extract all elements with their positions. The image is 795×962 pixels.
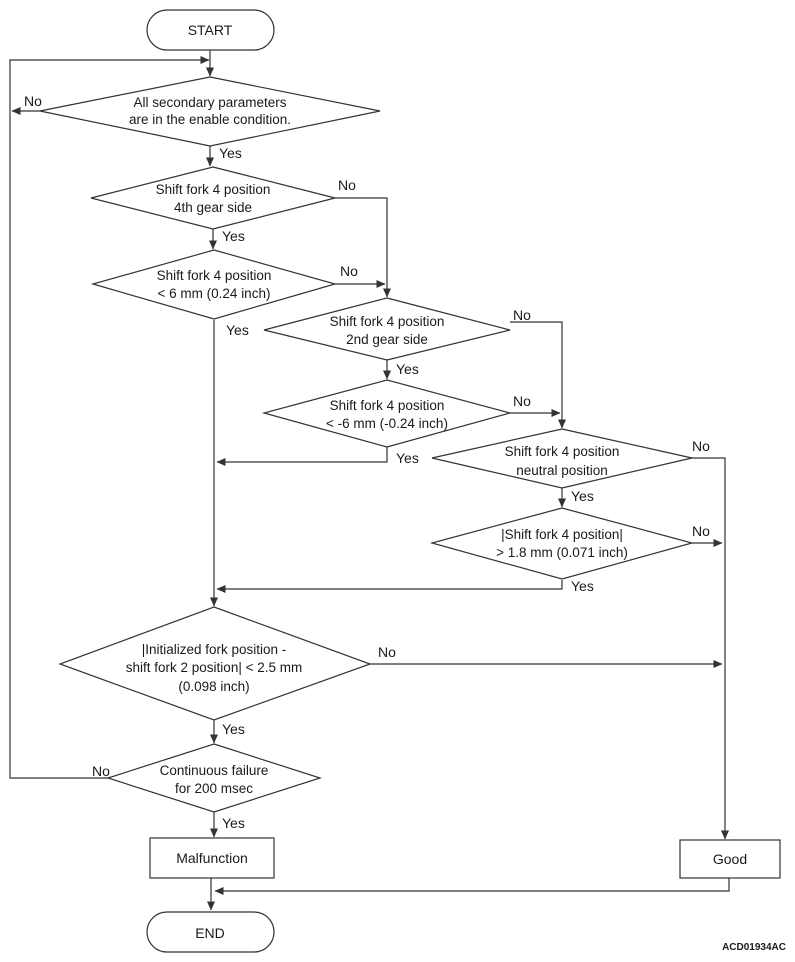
good-box: Good [679, 839, 781, 879]
continuous-failure-line-1: Continuous failure [160, 763, 269, 778]
enable-condition-decision: All secondary parameters are in the enab… [39, 76, 381, 147]
label-initialized-no: No [378, 644, 396, 660]
abs-greater-1-8mm-decision: |Shift fork 4 position| > 1.8 mm (0.071 … [429, 507, 695, 580]
continuous-failure-decision: Continuous failure for 200 msec [106, 743, 322, 813]
label-4th-yes: Yes [222, 228, 245, 244]
abs-greater-1-8mm-line-1: |Shift fork 4 position| [501, 527, 623, 542]
malfunction-box: Malfunction [149, 837, 275, 879]
edge-4th-no [335, 197, 391, 298]
less-than-6mm-line-1: Shift fork 4 position [157, 268, 272, 283]
start-terminal: START [146, 9, 275, 51]
less-than-neg6mm-decision: Shift fork 4 position < -6 mm (-0.24 inc… [261, 379, 513, 448]
fourth-gear-side-line-2: 4th gear side [174, 200, 252, 215]
label-2nd-yes: Yes [396, 361, 419, 377]
label-neg6mm-yes: Yes [396, 450, 419, 466]
label-enable-yes: Yes [219, 145, 242, 161]
neutral-position-line-2: neutral position [516, 463, 608, 478]
neutral-position-decision: Shift fork 4 position neutral position [431, 428, 693, 489]
label-enable-no: No [24, 93, 42, 109]
label-6mm-yes: Yes [226, 322, 249, 338]
good-label: Good [713, 851, 747, 867]
end-terminal: END [146, 911, 275, 953]
fourth-gear-side-decision: Shift fork 4 position 4th gear side [90, 166, 336, 230]
edge-good-to-end [214, 878, 730, 895]
flow-edges [9, 50, 730, 911]
edge-neg6mm-yes [216, 447, 388, 466]
initialized-fork-line-3: (0.098 inch) [178, 679, 249, 694]
enable-condition-line-1: All secondary parameters [133, 95, 286, 110]
initialized-fork-decision: |Initialized fork position - shift fork … [58, 606, 372, 721]
label-1-8mm-no: No [692, 523, 710, 539]
edge-2nd-no [510, 321, 566, 429]
label-neutral-no: No [692, 438, 710, 454]
second-gear-side-line-1: Shift fork 4 position [330, 314, 445, 329]
initialized-fork-line-2: shift fork 2 position| < 2.5 mm [126, 660, 302, 675]
edge-loop-back [9, 56, 210, 779]
label-neutral-yes: Yes [571, 488, 594, 504]
less-than-6mm-decision: Shift fork 4 position < 6 mm (0.24 inch) [90, 249, 338, 320]
label-1-8mm-yes: Yes [571, 578, 594, 594]
less-than-neg6mm-line-2: < -6 mm (-0.24 inch) [326, 416, 448, 431]
label-failure-no: No [92, 763, 110, 779]
fourth-gear-side-line-1: Shift fork 4 position [156, 182, 271, 197]
edge-neutral-no [692, 457, 729, 840]
label-neg6mm-no: No [513, 393, 531, 409]
abs-greater-1-8mm-line-2: > 1.8 mm (0.071 inch) [496, 545, 628, 560]
less-than-neg6mm-line-1: Shift fork 4 position [330, 398, 445, 413]
label-6mm-no: No [340, 263, 358, 279]
figure-code: ACD01934AC [722, 942, 786, 953]
label-4th-no: No [338, 177, 356, 193]
second-gear-side-line-2: 2nd gear side [346, 332, 428, 347]
second-gear-side-decision: Shift fork 4 position 2nd gear side [263, 297, 511, 361]
end-label: END [195, 925, 225, 941]
enable-condition-line-2: are in the enable condition. [129, 112, 291, 127]
edge-1-8mm-yes [216, 580, 563, 593]
malfunction-label: Malfunction [176, 850, 248, 866]
continuous-failure-line-2: for 200 msec [175, 781, 253, 796]
start-label: START [188, 22, 233, 38]
initialized-fork-line-1: |Initialized fork position - [142, 642, 287, 657]
label-failure-yes: Yes [222, 815, 245, 831]
edge-labels: No Yes No Yes No Yes No Yes No Yes No Ye… [24, 93, 710, 831]
less-than-6mm-line-2: < 6 mm (0.24 inch) [158, 286, 271, 301]
neutral-position-line-1: Shift fork 4 position [505, 444, 620, 459]
label-initialized-yes: Yes [222, 721, 245, 737]
label-2nd-no: No [513, 307, 531, 323]
